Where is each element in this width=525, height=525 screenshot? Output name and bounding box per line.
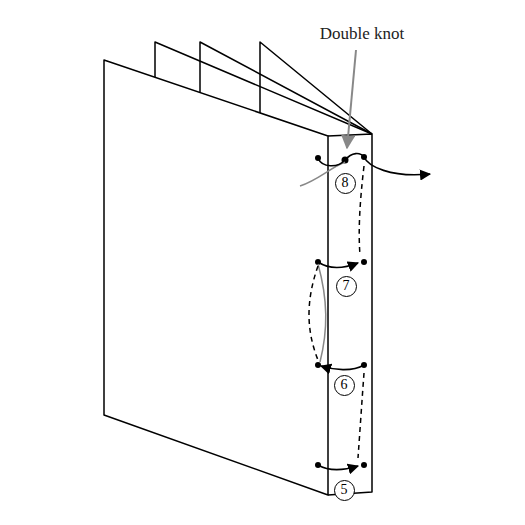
front-page (104, 60, 328, 495)
earlier-thread (300, 162, 345, 362)
callout-circle: 5 (334, 480, 355, 501)
callout-circle: 8 (335, 173, 356, 194)
spine (328, 134, 372, 495)
callout-label: Double knot (318, 24, 407, 44)
callout-circle: 6 (334, 375, 355, 396)
callout-circle: 7 (336, 276, 357, 297)
hidden-thread (309, 166, 364, 458)
leader-arrow (347, 50, 356, 148)
callout-number: 8 (342, 176, 349, 190)
callout-number: 7 (343, 279, 350, 293)
callout-number: 6 (341, 378, 348, 392)
callout-number: 5 (341, 483, 348, 497)
stitch-arrow (318, 154, 430, 470)
sewing-holes (315, 154, 367, 468)
